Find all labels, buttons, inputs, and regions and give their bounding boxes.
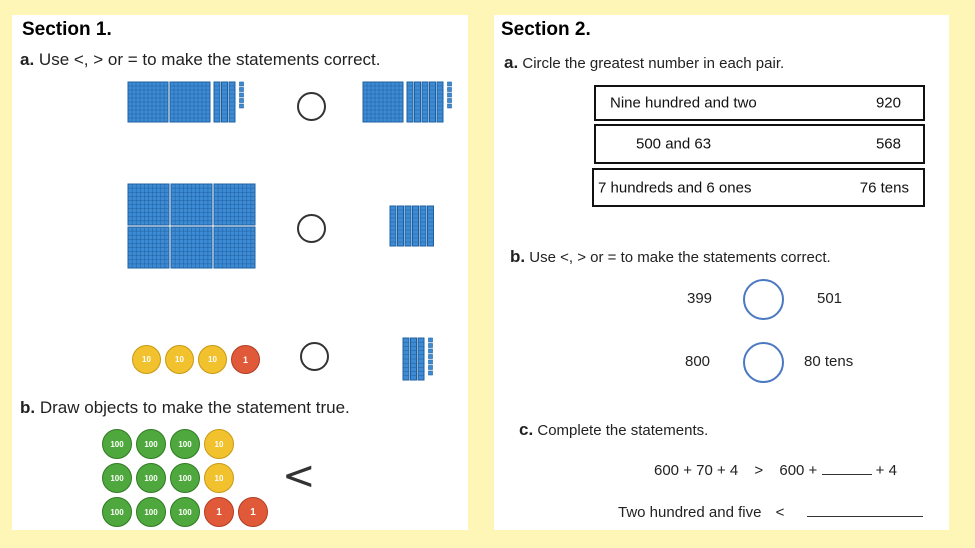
question-2a: a. Circle the greatest number in each pa… [504, 53, 784, 73]
coin-100: 100 [170, 463, 200, 493]
question-1a-text: Use <, > or = to make the statements cor… [38, 50, 381, 69]
statement-2-operator: < [775, 504, 785, 521]
coin-10: 10 [198, 345, 227, 374]
coin-1: 1 [204, 497, 234, 527]
question-1a: a. Use <, > or = to make the statements … [20, 50, 381, 70]
base-ten-blocks-155 [362, 81, 454, 130]
statement-1-operator: > [754, 462, 764, 479]
statement-2-left: Two hundred and five [618, 504, 762, 521]
pair-row-1[interactable]: Nine hundred and two 920 [594, 85, 925, 121]
pair-1-left[interactable]: Nine hundred and two [610, 94, 757, 112]
base-ten-blocks-230 [127, 81, 246, 130]
question-1a-letter: a. [20, 50, 35, 69]
coin-100: 100 [136, 429, 166, 459]
pair-3-right[interactable]: 76 tens [859, 179, 909, 196]
section-2-title: Section 2. [501, 19, 591, 40]
base-ten-blocks-37-svg [402, 337, 433, 381]
compare-2-left: 800 [685, 353, 711, 370]
base-ten-blocks-60-svg [389, 205, 434, 247]
comparison-circle-1[interactable] [297, 92, 326, 121]
question-1b-text: Draw objects to make the statement true. [39, 398, 350, 417]
base-ten-blocks-37 [402, 337, 435, 386]
comparison-circle-3[interactable] [300, 342, 329, 371]
compare-2-right: 80 tens [804, 353, 854, 370]
coin-10: 10 [204, 463, 234, 493]
coin-10: 10 [165, 345, 194, 374]
base-ten-blocks-60 [389, 205, 439, 252]
statement-1-right-b: + 4 [875, 462, 897, 479]
pair-row-2[interactable]: 500 and 63 568 [594, 124, 925, 164]
pair-3-left[interactable]: 7 hundreds and 6 ones [598, 179, 752, 196]
statement-2-blank[interactable] [806, 516, 923, 517]
question-2b: b. Use <, > or = to make the statements … [510, 247, 831, 267]
coin-100: 100 [170, 497, 200, 527]
section-1-title: Section 1. [22, 19, 112, 40]
question-2a-letter: a. [504, 53, 519, 72]
coin-100: 100 [102, 497, 132, 527]
coin-100: 100 [136, 463, 166, 493]
coin-100: 100 [136, 497, 166, 527]
question-2b-text: Use <, > or = to make the statements cor… [529, 249, 831, 266]
pair-1-right[interactable]: 920 [875, 94, 901, 112]
pair-2-right[interactable]: 568 [875, 135, 901, 153]
statement-1: 600 + 70 + 4 > 600 + + 4 [654, 462, 897, 479]
question-2c-letter: c. [519, 420, 534, 439]
comparison-circle-2[interactable] [297, 214, 326, 243]
coin-10: 10 [132, 345, 161, 374]
question-2c: c. Complete the statements. [519, 420, 708, 440]
coin-100: 100 [102, 463, 132, 493]
question-1b: b. Draw objects to make the statement tr… [20, 398, 350, 418]
coin-1: 1 [231, 345, 260, 374]
coin-10: 10 [204, 429, 234, 459]
question-1b-letter: b. [20, 398, 36, 417]
pair-2-left[interactable]: 500 and 63 [636, 135, 712, 153]
less-than-symbol: < [282, 453, 316, 499]
base-ten-blocks-600-svg [127, 183, 256, 269]
coin-1: 1 [238, 497, 268, 527]
base-ten-blocks-230-svg [127, 81, 244, 123]
question-2b-letter: b. [510, 247, 526, 266]
statement-1-blank[interactable] [821, 474, 872, 475]
compare-1-right: 501 [817, 290, 843, 307]
statement-1-right-a: 600 + [779, 462, 818, 479]
base-ten-blocks-600 [127, 183, 260, 276]
section-2-panel: Section 2. a. Circle the greatest number… [494, 15, 949, 530]
compare-circle-1[interactable] [743, 279, 784, 320]
statement-1-left: 600 + 70 + 4 [654, 462, 739, 479]
pair-row-3[interactable]: 7 hundreds and 6 ones 76 tens [592, 168, 925, 207]
coin-100: 100 [102, 429, 132, 459]
compare-1-left: 399 [687, 290, 713, 307]
statement-2: Two hundred and five < [618, 504, 923, 521]
compare-circle-2[interactable] [743, 342, 784, 383]
coin-100: 100 [170, 429, 200, 459]
section-1-panel: Section 1. a. Use <, > or = to make the … [12, 15, 468, 530]
question-2c-text: Complete the statements. [537, 422, 709, 439]
base-ten-blocks-155-svg [362, 81, 452, 123]
question-2a-text: Circle the greatest number in each pair. [522, 55, 785, 72]
